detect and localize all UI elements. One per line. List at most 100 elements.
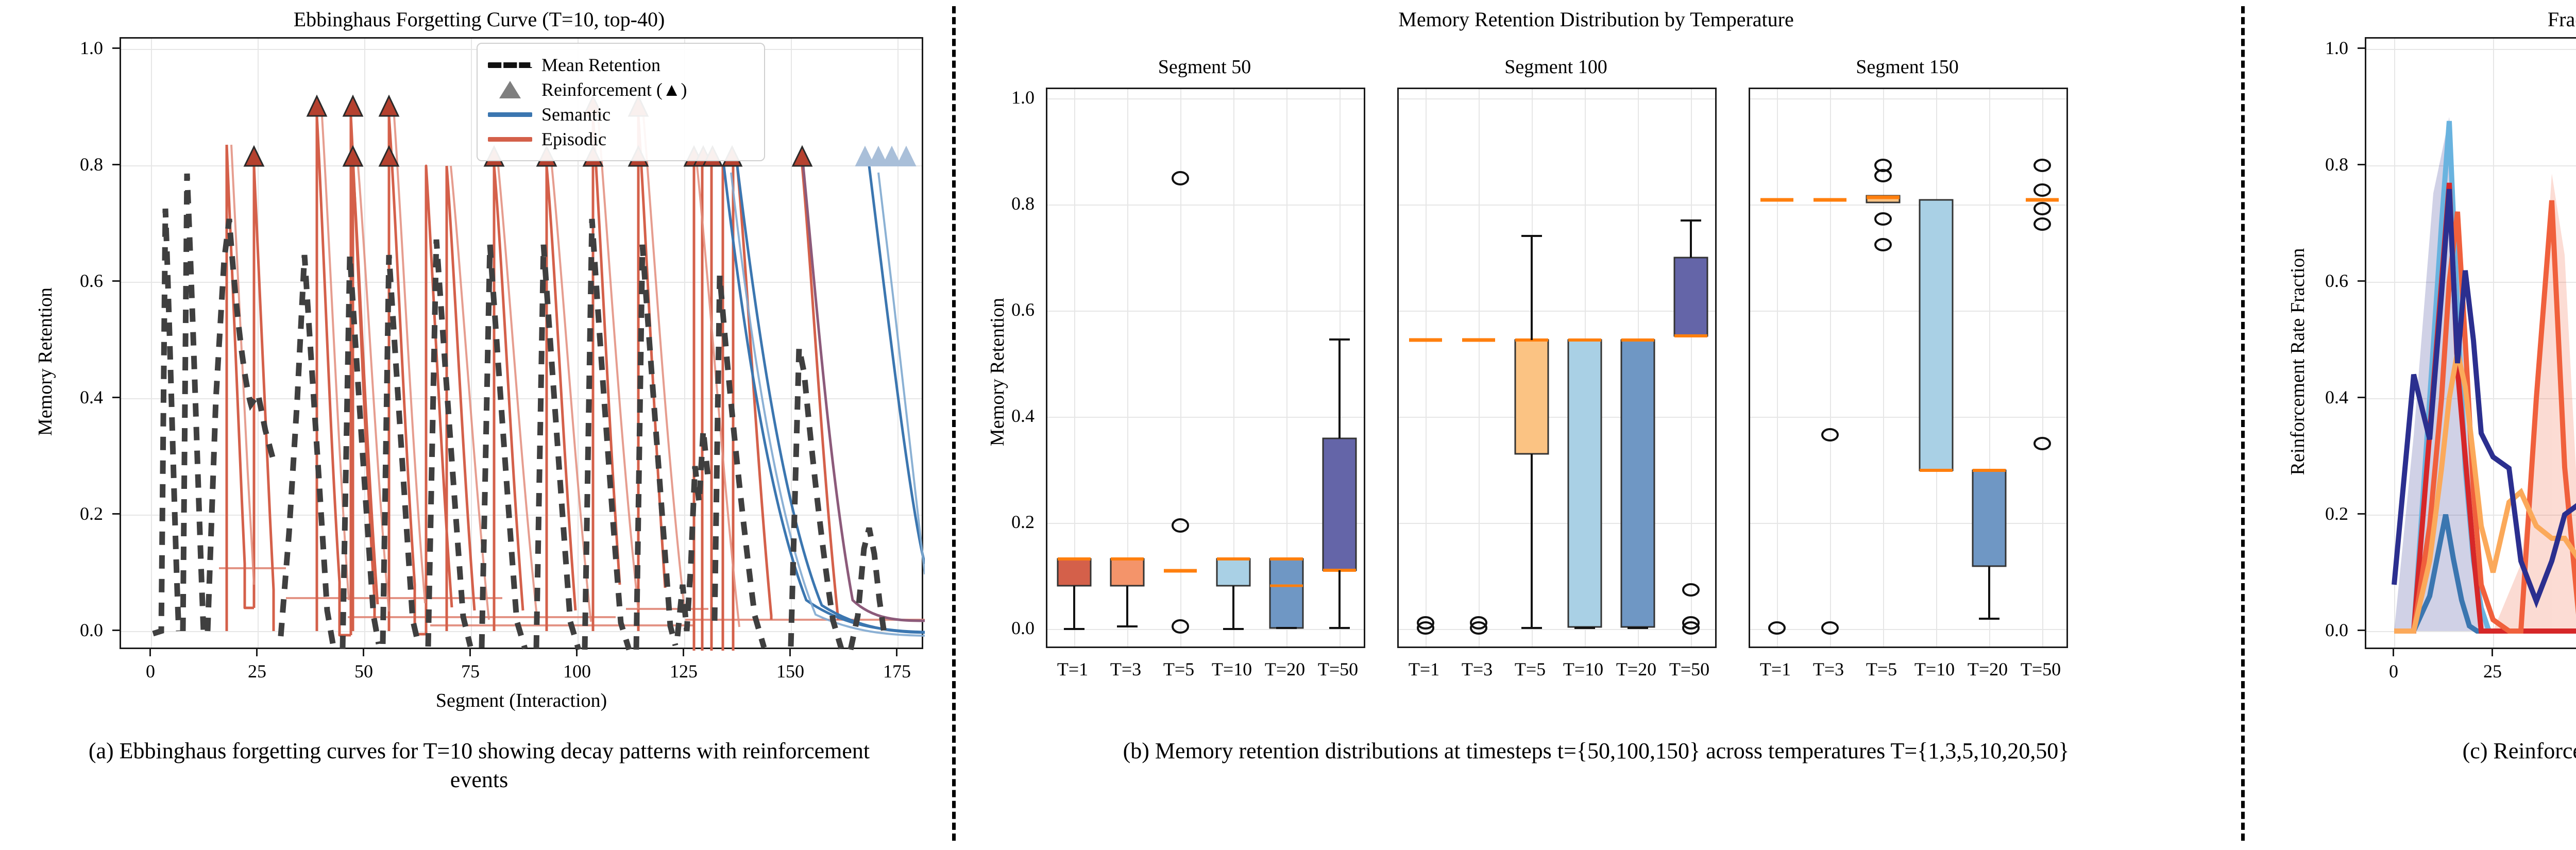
box-T50 — [1673, 219, 1708, 635]
gridline-h — [1750, 98, 2066, 99]
panel-b-xtick-seg100: T=50 — [1669, 659, 1710, 679]
box-T20 — [1972, 469, 2007, 620]
legend-item-reinforcement: Reinforcement (▲) — [488, 79, 754, 100]
tick — [576, 649, 578, 656]
gridline-v — [1883, 89, 1884, 647]
boxplot-seg150 — [1760, 159, 2059, 635]
gridline-h — [1399, 205, 1715, 206]
gridline-h — [2366, 165, 2576, 166]
gridline-v — [684, 39, 685, 648]
box-T5 — [1164, 171, 1197, 634]
gridline-h — [1750, 629, 2066, 630]
panel-b-xtick-seg100: T=20 — [1616, 659, 1657, 679]
tick — [2358, 280, 2365, 282]
panel-b-ytick: 0.2 — [1011, 512, 1035, 532]
panel-b-ytick: 0.6 — [1011, 299, 1035, 320]
panel-a-xtick: 75 — [461, 661, 480, 682]
panel-a-xtick: 125 — [670, 661, 698, 682]
panel-b-xtick-seg50: T=5 — [1163, 659, 1195, 679]
tick — [149, 649, 151, 656]
panel-b-xtick-seg100: T=5 — [1514, 659, 1546, 679]
gridline-h — [1750, 311, 2066, 312]
panel-a-ytick: 0.0 — [80, 620, 103, 640]
gridline-v — [1074, 89, 1075, 647]
tick — [2358, 397, 2365, 398]
panel-a-caption: (a) Ebbinghaus forgetting curves for T=1… — [88, 738, 870, 793]
panel-b-ylabel: Memory Retention — [987, 297, 1008, 447]
panel-c-curves — [2392, 117, 2576, 634]
panel-a-xtick: 50 — [354, 661, 373, 682]
box-T10 — [1567, 338, 1602, 629]
tick — [2393, 649, 2394, 656]
panel-b-xtick-seg50: T=50 — [1317, 659, 1359, 679]
panel-a-plot-area: Mean Retention Reinforcement (▲) Semanti… — [120, 37, 925, 651]
gridline-v — [578, 39, 579, 648]
panel-separator-1 — [952, 6, 956, 841]
tick — [896, 649, 897, 656]
gridline-h — [1399, 629, 1715, 630]
panel-b-plot-seg150 — [1749, 88, 2068, 648]
tick — [683, 649, 684, 656]
tick — [2492, 649, 2493, 656]
panel-c-xtick: 50 — [2549, 660, 2576, 682]
series-T3 — [2394, 200, 2576, 634]
tick — [112, 630, 120, 631]
box-T5 — [1866, 159, 1901, 251]
tick — [363, 649, 364, 656]
gridline-v — [1127, 89, 1128, 647]
tick — [469, 649, 471, 656]
tick — [2358, 630, 2365, 631]
tick — [112, 513, 120, 515]
panel-a-curves — [152, 94, 925, 651]
box-T20 — [1269, 557, 1304, 629]
series-T20 — [2394, 514, 2576, 634]
panel-a-xtick: 150 — [776, 661, 804, 682]
panel-a-ytick: 0.4 — [80, 387, 103, 407]
panel-b-xtick-seg50: T=10 — [1211, 659, 1252, 679]
panel-b-xtick-seg150: T=10 — [1914, 659, 1955, 679]
series-T50 — [2392, 189, 2576, 608]
panel-c-ylabel: Reinforcement Rate Fraction — [2287, 248, 2309, 475]
panel-a-title: Ebbinghaus Forgetting Curve (T=10, top-4… — [293, 8, 665, 31]
panel-b-xtick-seg100: T=1 — [1408, 659, 1440, 679]
panel-b-xtick-seg150: T=1 — [1759, 659, 1791, 679]
panel-a-xtick: 175 — [883, 661, 911, 682]
gridline-h — [121, 282, 922, 283]
panel-b-xtick-seg150: T=20 — [1967, 659, 2008, 679]
panel-b-plot-seg100 — [1397, 88, 1717, 648]
tick — [112, 47, 120, 49]
gridline-v — [471, 39, 472, 648]
tick — [2358, 47, 2365, 49]
box-T50 — [1322, 338, 1357, 629]
gridline-h — [2366, 282, 2576, 283]
gridline-v — [2394, 39, 2395, 648]
box-T10 — [1216, 557, 1251, 630]
panel-b-ytick: 1.0 — [1011, 87, 1035, 108]
panel-a-ylabel: Memory Retention — [35, 287, 56, 436]
gridline-h — [1399, 523, 1715, 524]
panel-c-ytick: 0.0 — [2325, 620, 2348, 640]
panel-c-ytick: 0.4 — [2325, 387, 2348, 407]
gridline-v — [1989, 89, 1990, 647]
panel-b-ytick: 0.4 — [1011, 405, 1035, 426]
gridline-h — [1047, 98, 1364, 99]
box-T3 — [1814, 198, 1846, 635]
tick — [112, 397, 120, 398]
tick — [2358, 164, 2365, 165]
panel-a-xtick: 100 — [563, 661, 591, 682]
panel-c-xlabel: Segment (Interaction) — [2365, 689, 2576, 712]
gridline-h — [1047, 417, 1364, 418]
box-T1 — [1057, 557, 1092, 630]
gridline-h — [121, 515, 922, 516]
legend-label: Mean Retention — [541, 55, 660, 75]
box-T3 — [1110, 557, 1145, 627]
gridline-v — [1233, 89, 1234, 647]
gridline-h — [1399, 98, 1715, 99]
panel-c-ytick: 0.6 — [2325, 270, 2348, 291]
panel-a-xtick: 25 — [248, 661, 266, 682]
gridline-h — [1399, 417, 1715, 418]
gridline-h — [1047, 311, 1364, 312]
panel-b-plot-seg50 — [1046, 88, 1365, 648]
gridline-v — [364, 39, 365, 648]
panel-b-xtick-seg50: T=1 — [1057, 659, 1089, 679]
